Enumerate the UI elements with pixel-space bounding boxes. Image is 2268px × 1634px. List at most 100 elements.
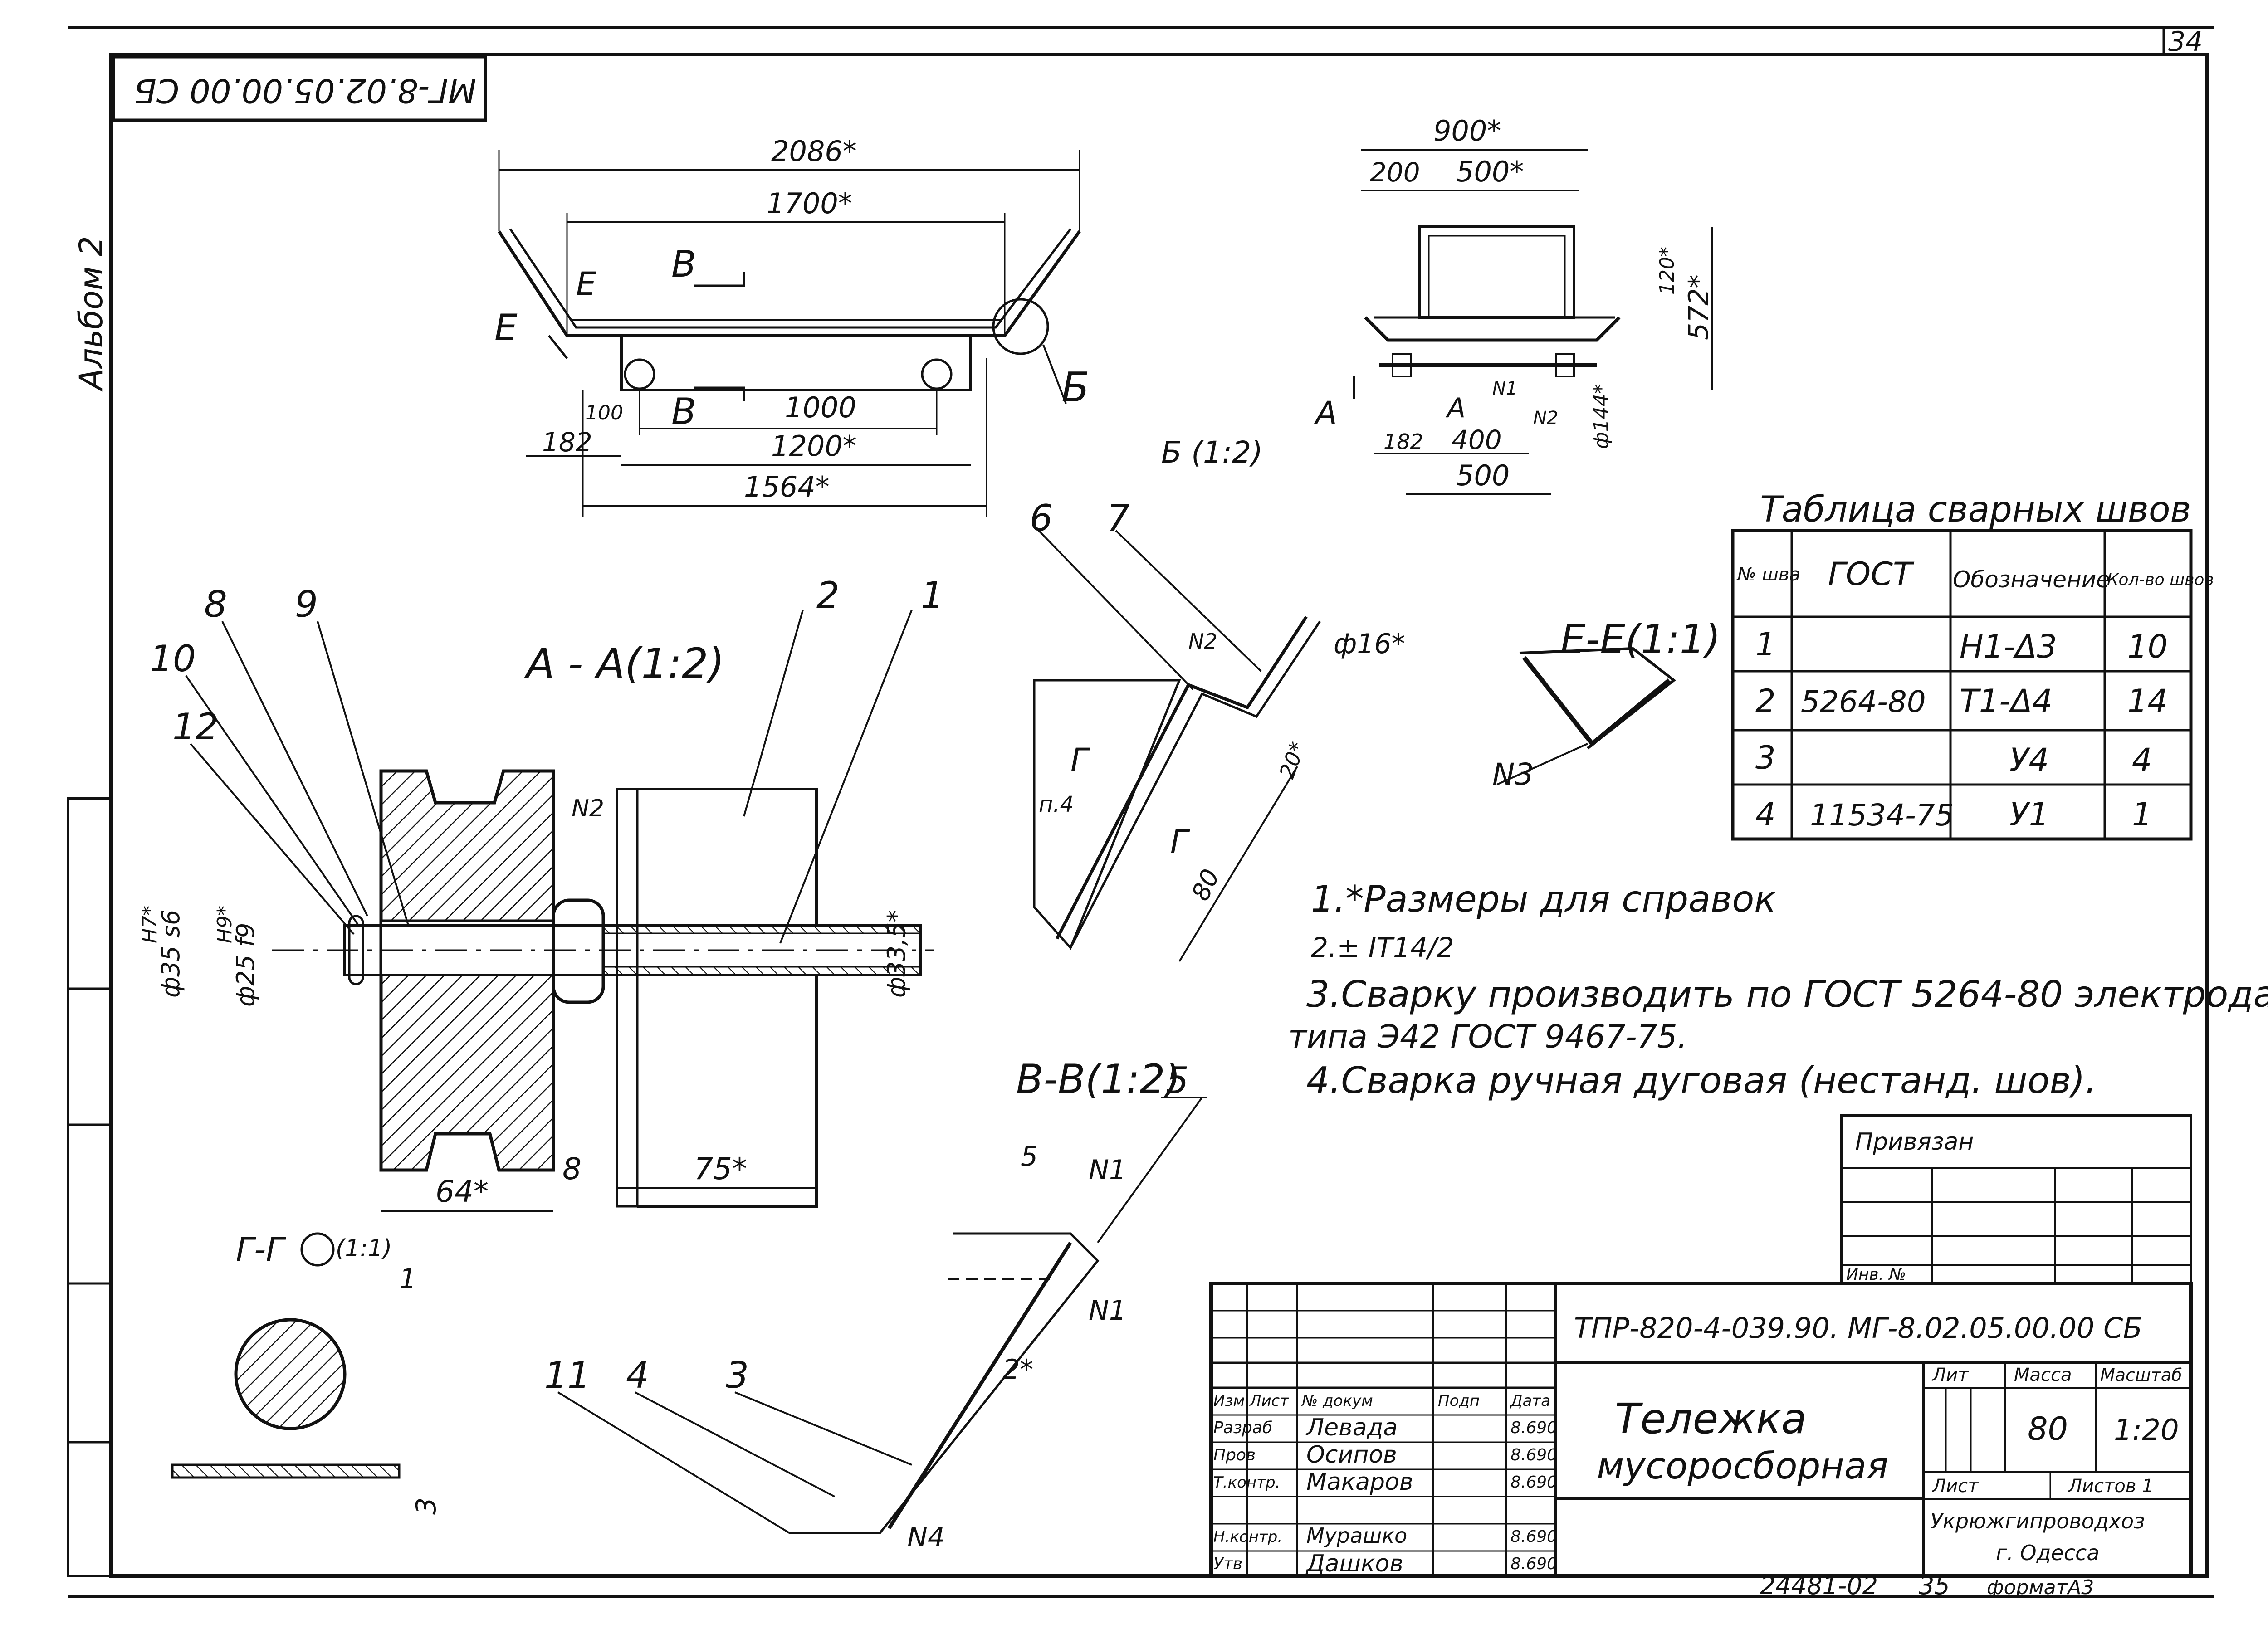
callout-1: 1	[921, 574, 944, 616]
weld-table: Таблица сварных швов № шва ГОСТ Обозначе…	[1731, 489, 2214, 841]
dim-1200: 1200*	[771, 429, 857, 463]
dim-1564: 1564*	[744, 470, 830, 503]
role-name: Дашков	[1305, 1550, 1403, 1577]
weld-cell-count: 4	[2132, 741, 2152, 779]
section-aa: А - А(1:2) 8 9 10 12 2 1 N2 ф35 s6 H7* ф…	[138, 574, 944, 1212]
scale-label: Масштаб	[2100, 1365, 2182, 1385]
scale-value: 1:20	[2114, 1414, 2179, 1447]
role-label: Н.контр.	[1213, 1528, 1282, 1546]
detail-b-circle	[992, 298, 1049, 355]
side-weld-n2: N2	[1533, 408, 1558, 429]
notes: 1.*Размеры для справок 2.± IT14/2 3.Свар…	[1288, 878, 2268, 1102]
dim-182: 182	[542, 427, 592, 458]
title-line-2: мусоросборная	[1597, 1445, 1888, 1487]
dim-64: 64*	[435, 1174, 489, 1209]
note-3: 3.Сварку производить по ГОСТ 5264-80 эле…	[1306, 973, 2268, 1015]
detail-b-dim80: 80	[1186, 865, 1225, 905]
weld-cell-no: 3	[1755, 739, 1776, 776]
side-dim-200: 200	[1370, 157, 1420, 188]
section-aa-title: А - А(1:2)	[524, 639, 724, 688]
sheet-label: Лист	[1931, 1476, 1979, 1497]
role-label: Разраб	[1213, 1419, 1272, 1437]
side-dim-182: 182	[1383, 429, 1423, 454]
bottom-sheet-no: 35	[1919, 1571, 1950, 1600]
role-label: Утв	[1213, 1555, 1242, 1573]
dim-h7: H7*	[138, 906, 161, 943]
vv-callout-11: 11	[544, 1354, 591, 1396]
col-sign: Подп	[1438, 1392, 1480, 1410]
top-view: 2086* 1700* 1000 1200* 1564* 182 100 В В…	[494, 135, 1263, 517]
mass-value: 80	[2028, 1410, 2068, 1448]
dim-d33: ф33,5*	[882, 910, 911, 998]
vv-weld-n1a: N1	[1089, 1154, 1126, 1186]
section-ee-weld: N3	[1492, 757, 1534, 792]
title-block: ТПР-820-4-039.90. МГ-8.02.05.00.00 СБ Те…	[1209, 1282, 2193, 1578]
sheet-frame: 34 Альбом 2 МГ-8.02.05.00.00 СБ	[67, 26, 2214, 1598]
weld-th-no: № шва	[1736, 564, 1800, 585]
role-date: 8.690	[1510, 1527, 1557, 1546]
detail-b-label: Б	[1061, 364, 1090, 411]
role-name: Левада	[1305, 1414, 1398, 1441]
dim-d35: ф35 s6	[156, 909, 185, 998]
weld-cell-no: 2	[1755, 683, 1776, 720]
section-gg: Г-Г (1:1) 1 3	[171, 1230, 442, 1515]
weld-cell-count: 14	[2127, 683, 2168, 720]
title-doc-code: ТПР-820-4-039.90. МГ-8.02.05.00.00 СБ	[1574, 1312, 2142, 1345]
weld-row-4: 4 11534-75 У1 1	[1755, 796, 2152, 833]
detail-b-cut-g: Г	[1070, 741, 1090, 779]
side-section-a-2: А	[1445, 392, 1466, 424]
col-list: Лист	[1249, 1392, 1289, 1410]
section-ee: Е-Е(1:1) N3	[1492, 616, 1721, 792]
side-dim-400: 400	[1452, 424, 1502, 455]
page-number: 34	[2168, 26, 2203, 58]
rotated-stamp-code: МГ-8.02.05.00.00 СБ	[134, 72, 476, 110]
weld-cell-no: 4	[1755, 796, 1776, 833]
side-view: 900* 200 500* 572* 120* 182 400 500 ф144…	[1314, 114, 1715, 495]
detail-b-scale: Б (1:2)	[1161, 435, 1263, 470]
sheets-label: Листов 1	[2068, 1476, 2154, 1497]
role-name: Мурашко	[1306, 1523, 1407, 1548]
bottom-format: форматА3	[1987, 1576, 2094, 1599]
weld-cell-count: 1	[2132, 796, 2152, 833]
mass-label: Масса	[2014, 1365, 2072, 1385]
role-date: 8.690	[1510, 1446, 1557, 1464]
side-section-a: А	[1314, 395, 1337, 432]
section-vv-title: В-В(1:2)	[1016, 1056, 1181, 1102]
org-name: Укрюжгипроводхоз	[1930, 1509, 2145, 1533]
dim-d25: ф25 f9	[231, 923, 260, 1007]
weld-cell-designation: Н1-Δ3	[1960, 628, 2057, 665]
side-weld-n1: N1	[1492, 378, 1517, 399]
weld-cell-designation: У1	[2009, 796, 2049, 833]
col-izm: Изм	[1213, 1392, 1245, 1410]
weld-row-2: 2 5264-80 Т1-Δ4 14	[1755, 683, 2168, 720]
privyazan-box: Привязан Инв. №	[1840, 1114, 2192, 1285]
role-name: Макаров	[1306, 1468, 1413, 1496]
note-4: 4.Сварка ручная дуговая (нестанд. шов).	[1306, 1059, 2097, 1102]
callout-7: 7	[1107, 497, 1130, 539]
role-row-1: Разраб Левада 8.690	[1213, 1414, 1557, 1441]
dim-100: 100	[585, 401, 623, 424]
vv-weld-n4: N4	[907, 1522, 945, 1553]
detail-b-dia16: ф16*	[1334, 628, 1405, 660]
org-city: г. Одесса	[1996, 1541, 2100, 1565]
weld-cell-count: 10	[2127, 628, 2168, 665]
detail-b-n4: п.4	[1039, 792, 1074, 817]
vv-callout-5: 5	[1166, 1059, 1189, 1102]
section-b-bottom: В	[671, 390, 696, 433]
side-dim-900: 900*	[1433, 114, 1501, 147]
privyazan-label: Привязан	[1855, 1128, 1974, 1156]
role-row-2: Пров Осипов 8.690	[1213, 1441, 1557, 1468]
vv-callout-4: 4	[626, 1354, 649, 1396]
dim-75: 75*	[694, 1151, 747, 1186]
vv-callout-3: 3	[726, 1354, 749, 1396]
role-label: Т.контр.	[1213, 1473, 1280, 1492]
section-b-top: В	[671, 243, 696, 285]
weld-th-gost: ГОСТ	[1828, 556, 1915, 593]
callout-8: 8	[204, 583, 227, 625]
side-dim-500: 500	[1456, 459, 1510, 492]
role-date: 8.690	[1510, 1473, 1557, 1492]
vv-dim-5: 5	[1021, 1141, 1038, 1172]
role-label: Пров	[1213, 1446, 1256, 1464]
dim-h9: H9*	[213, 906, 236, 943]
